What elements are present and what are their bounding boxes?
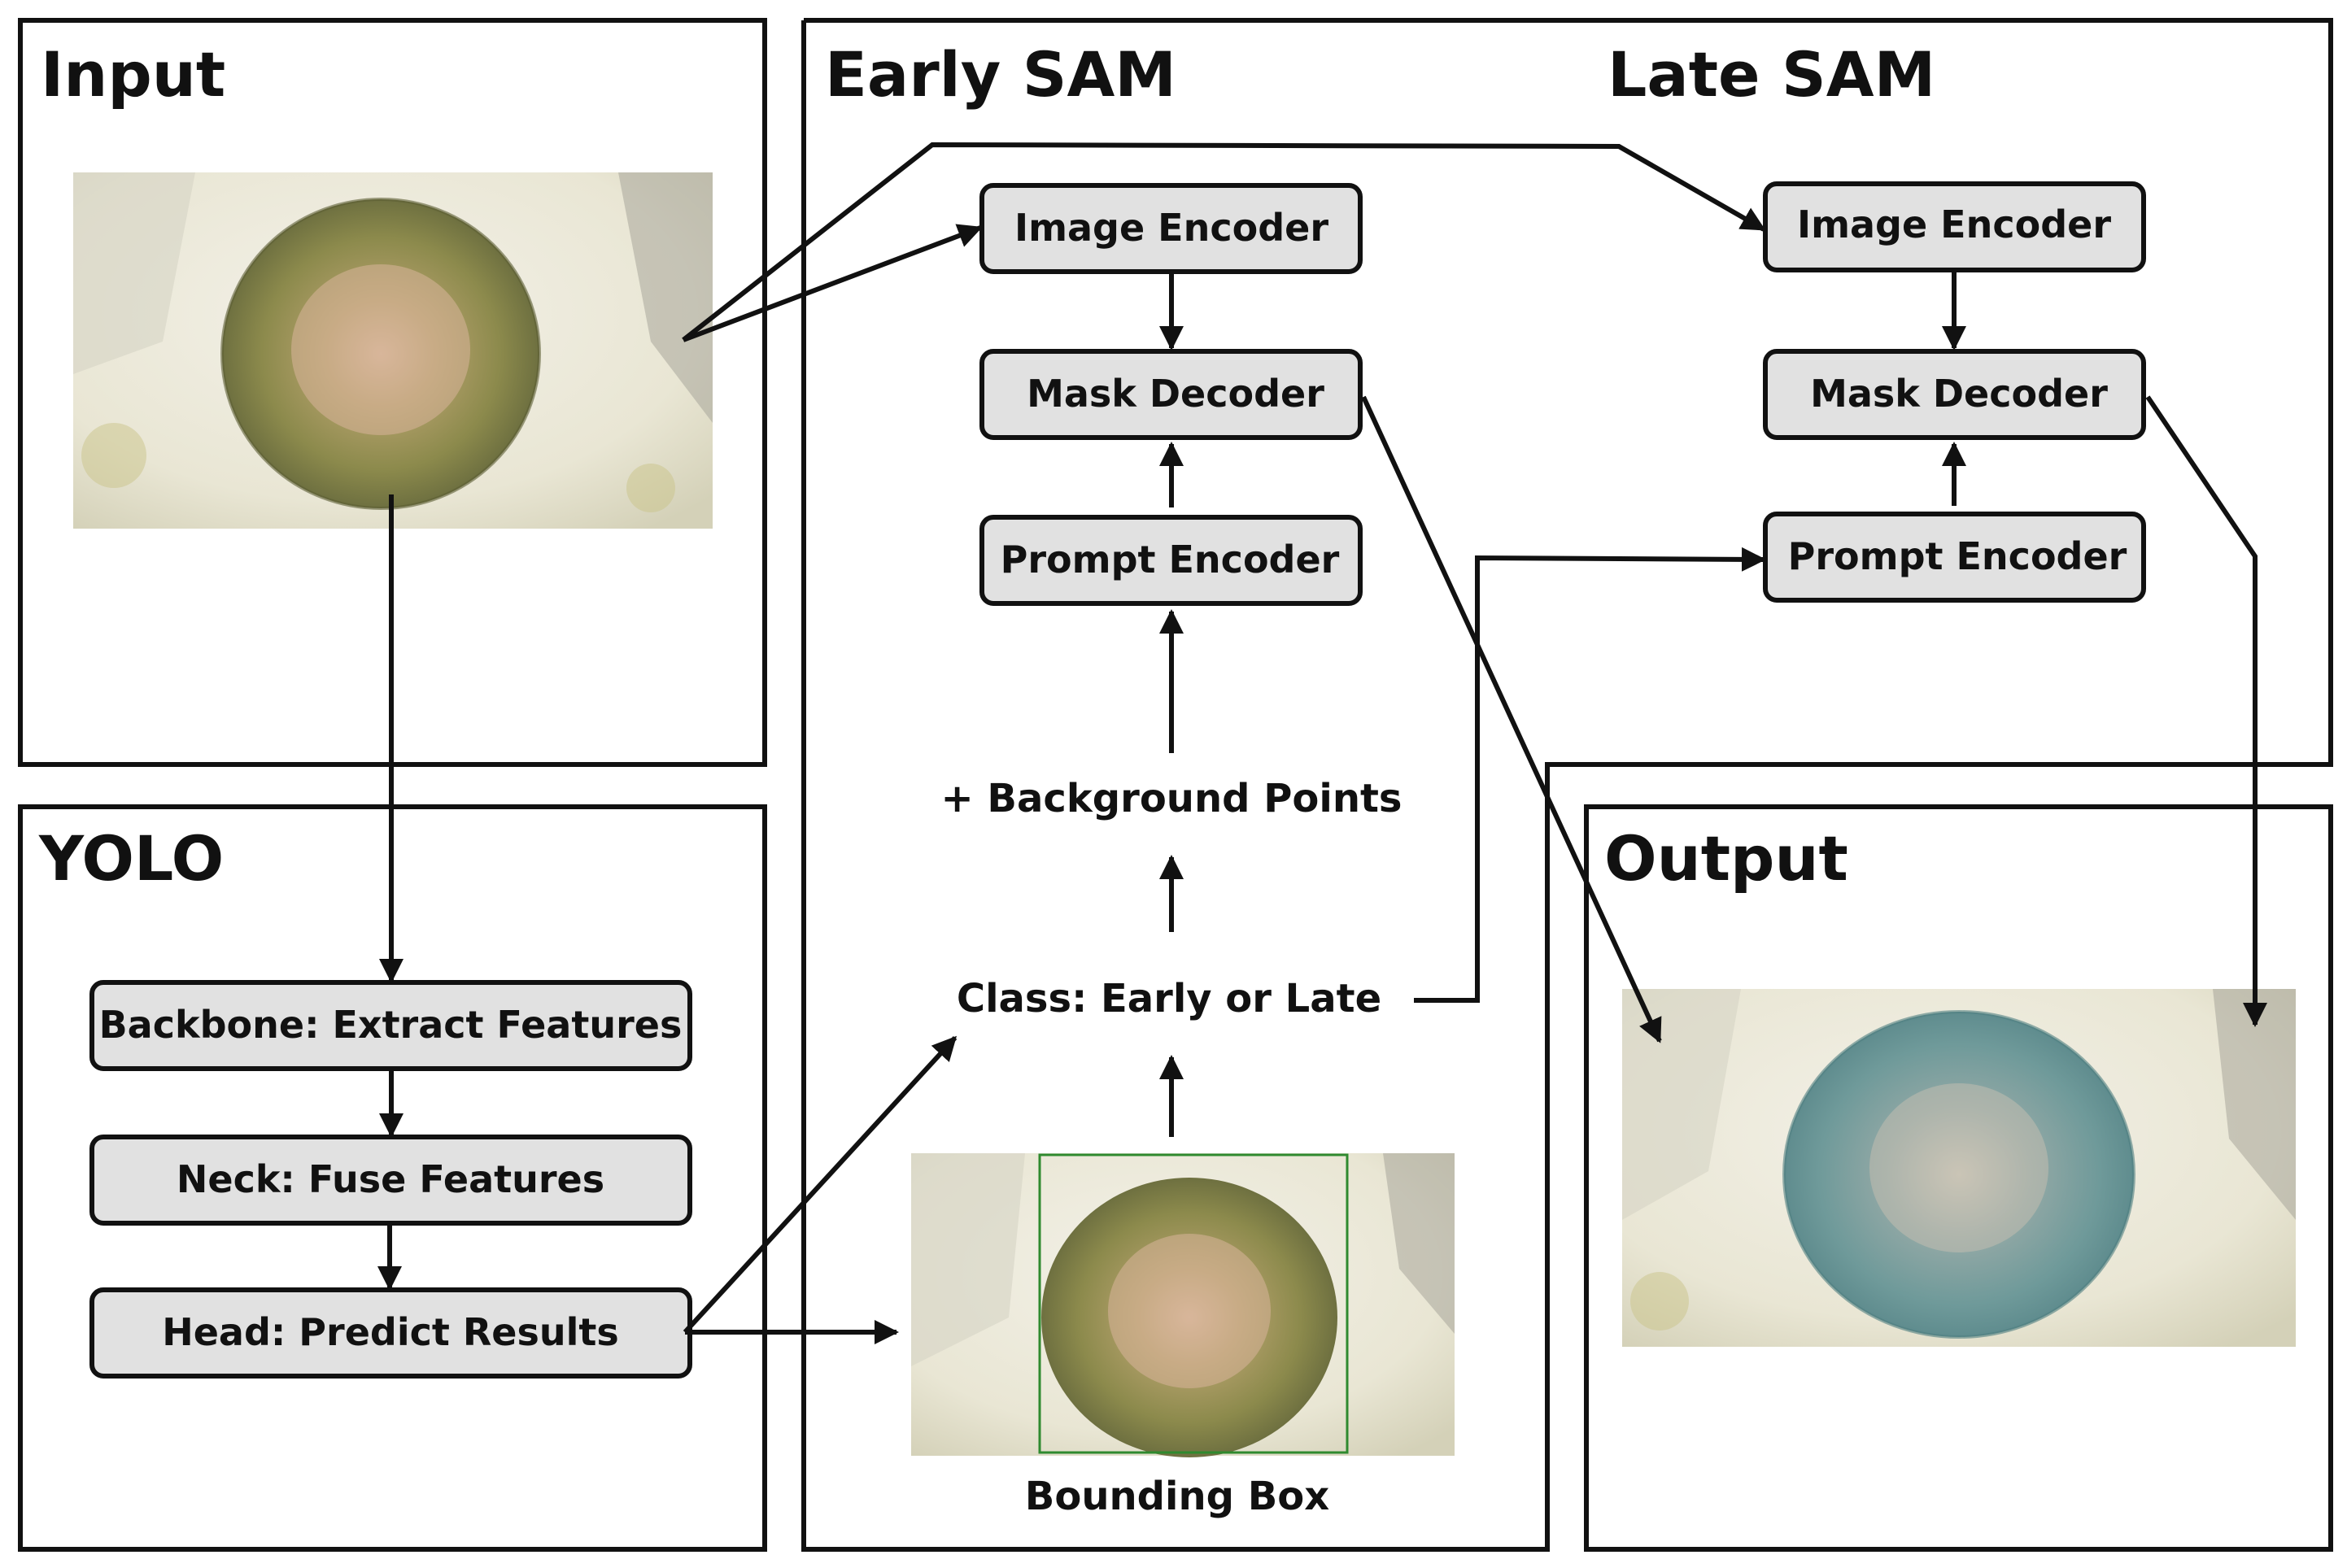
input-coral-image	[73, 172, 713, 529]
neck-label: Neck: Fuse Features	[177, 1157, 604, 1201]
early-image-encoder-box: Image Encoder	[979, 183, 1363, 274]
sam-panel	[801, 18, 2333, 1552]
arrow-input-to-late-encoder	[682, 142, 1766, 342]
late-sam-title: Late SAM	[1608, 38, 1935, 111]
early-image-encoder-label: Image Encoder	[1014, 206, 1328, 250]
bounding-box-image	[911, 1153, 1455, 1457]
detection-box	[1038, 1153, 1349, 1454]
output-segmented-image	[1622, 989, 2296, 1347]
arrow-late-decoder-to-output	[2145, 395, 2267, 1027]
neck-box: Neck: Fuse Features	[89, 1135, 692, 1226]
backbone-box: Backbone: Extract Features	[89, 980, 692, 1071]
late-image-encoder-label: Image Encoder	[1797, 203, 2111, 246]
late-mask-decoder-box: Mask Decoder	[1763, 349, 2146, 440]
head-box: Head: Predict Results	[89, 1287, 692, 1379]
arrow-head-to-class	[683, 1035, 958, 1335]
early-mask-decoder-box: Mask Decoder	[979, 349, 1363, 440]
early-prompt-encoder-label: Prompt Encoder	[1001, 538, 1340, 581]
output-title: Output	[1604, 822, 1848, 895]
output-panel	[1584, 804, 2333, 1552]
head-label: Head: Predict Results	[162, 1310, 619, 1354]
yolo-title: YOLO	[38, 822, 224, 895]
late-prompt-encoder-box: Prompt Encoder	[1763, 512, 2146, 603]
early-mask-decoder-label: Mask Decoder	[1027, 372, 1324, 416]
late-image-encoder-box: Image Encoder	[1763, 181, 2146, 272]
background-points-label: + Background Points	[941, 776, 1403, 821]
early-prompt-encoder-box: Prompt Encoder	[979, 515, 1363, 606]
arrow-input-to-early-encoder	[682, 224, 983, 342]
early-sam-title: Early SAM	[825, 38, 1176, 111]
arrow-early-decoder-to-output	[1361, 395, 1662, 1043]
backbone-label: Backbone: Extract Features	[99, 1003, 683, 1047]
bounding-box-label: Bounding Box	[1025, 1474, 1330, 1519]
late-prompt-encoder-label: Prompt Encoder	[1788, 534, 2127, 578]
class-label: Class: Early or Late	[957, 976, 1381, 1021]
arrow-class-to-late-prompt	[1414, 547, 1766, 1003]
input-title: Input	[41, 38, 225, 111]
late-mask-decoder-label: Mask Decoder	[1810, 372, 2108, 416]
